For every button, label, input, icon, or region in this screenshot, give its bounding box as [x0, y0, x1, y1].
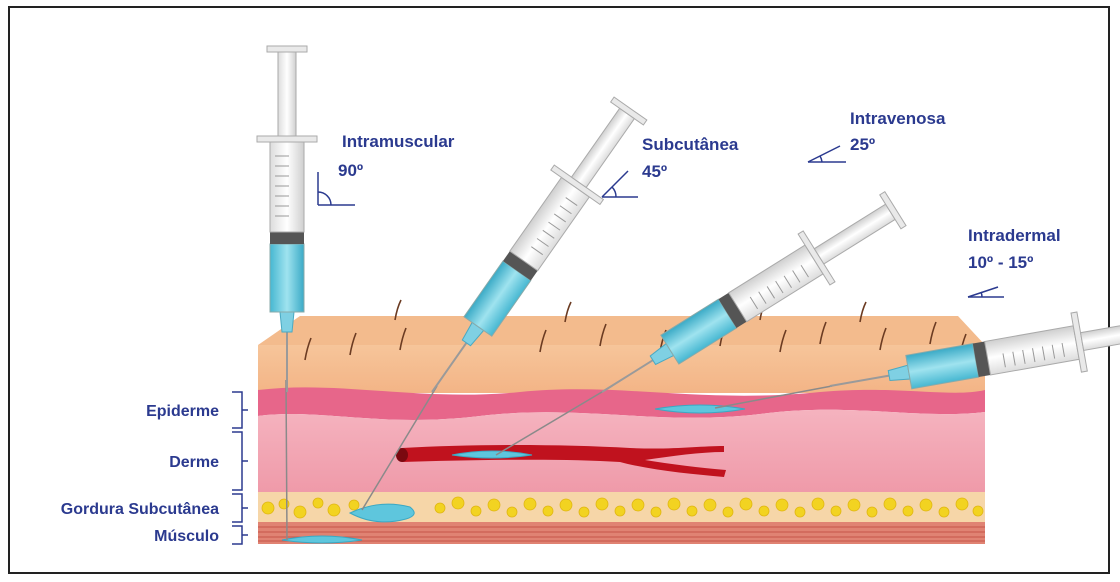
angle-45-icon [602, 171, 638, 197]
angle-intravenous: 25º [850, 135, 875, 154]
bracket-derme [232, 432, 248, 490]
angle-subcutaneous: 45º [642, 162, 667, 181]
angle-intramuscular: 90º [338, 161, 363, 180]
label-intravenous: Intravenosa [850, 109, 946, 128]
angle-10-15-icon [968, 287, 1004, 297]
label-musculo: Músculo [154, 528, 219, 545]
bracket-musculo [232, 526, 248, 544]
label-intradermal: Intradermal [968, 226, 1061, 245]
angle-intradermal: 10º - 15º [968, 253, 1033, 272]
label-derme: Derme [169, 454, 219, 471]
label-epiderme: Epiderme [146, 403, 219, 420]
angle-25-icon [808, 146, 846, 162]
label-subcutaneous: Subcutânea [642, 135, 739, 154]
label-intramuscular: Intramuscular [342, 132, 455, 151]
label-gordura-subcutanea: Gordura Subcutânea [61, 501, 219, 518]
bracket-epiderme [232, 392, 248, 428]
bracket-gordura [232, 494, 248, 522]
